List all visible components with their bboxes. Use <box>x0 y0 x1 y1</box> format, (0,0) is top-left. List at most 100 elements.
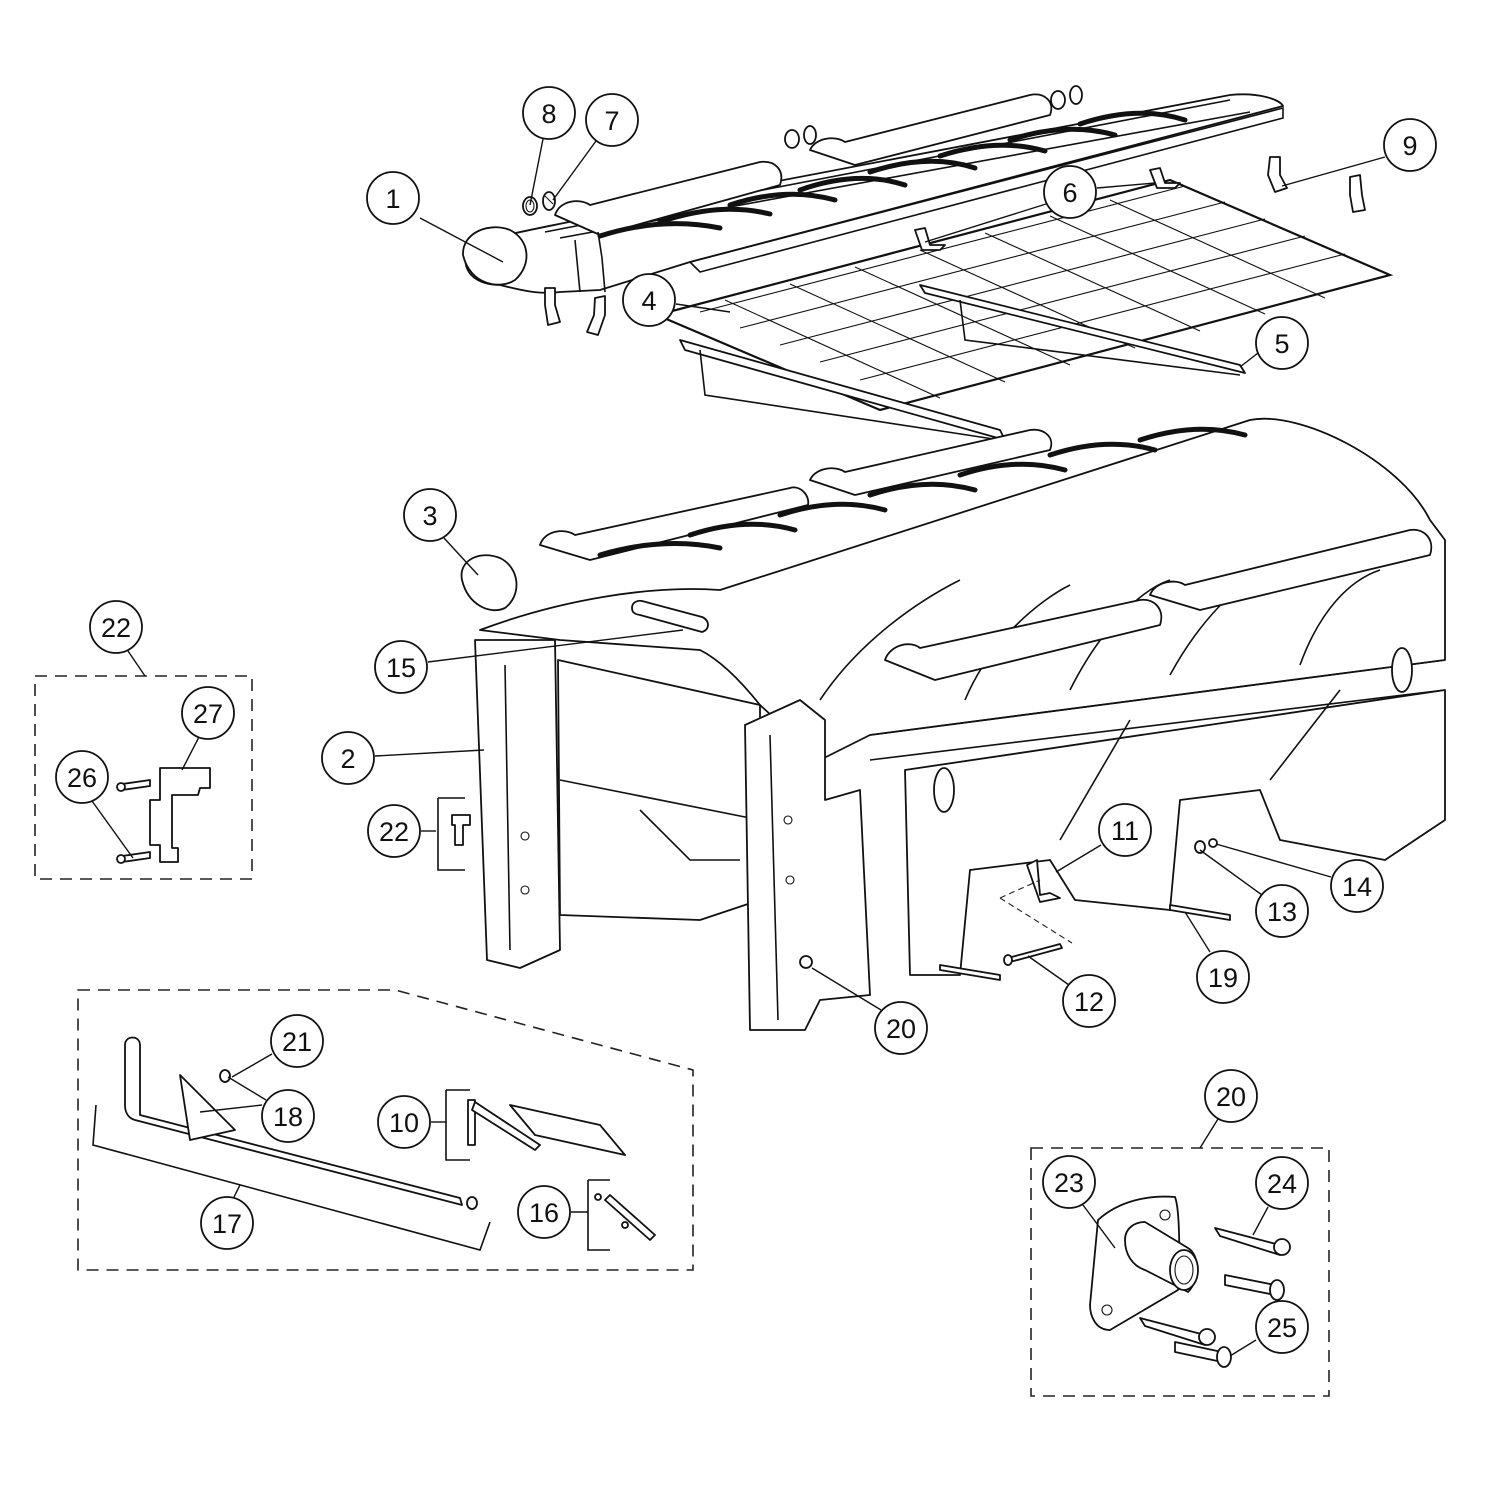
callout-circle <box>1043 165 1097 219</box>
callout-circle <box>321 731 375 785</box>
callout-2: 2 <box>321 731 485 785</box>
callout-26: 26 <box>55 750 134 859</box>
leader-line <box>374 749 485 757</box>
leader-line <box>1281 156 1386 187</box>
callout-number: 8 <box>541 99 556 129</box>
callout-circle <box>1383 118 1437 172</box>
callout-circle <box>374 640 428 694</box>
callout-circle <box>1255 316 1309 370</box>
leader-line <box>1199 849 1263 896</box>
callout-number: 16 <box>529 1198 559 1228</box>
hinge-part-11 <box>1026 859 1061 903</box>
callout-11: 11 <box>1055 803 1152 873</box>
main-body-part-2 <box>460 417 1446 1031</box>
callout-number: 12 <box>1074 987 1104 1017</box>
detail-box-22 <box>34 675 253 880</box>
callout-number: 11 <box>1111 816 1139 846</box>
washer-part-8 <box>522 196 538 216</box>
callout-circle <box>270 1014 324 1068</box>
callout-circle <box>517 1185 571 1239</box>
callout-18: 18 <box>199 1076 315 1143</box>
callout-circle <box>1042 1155 1096 1209</box>
callout-15: 15 <box>374 629 684 694</box>
callout-circle <box>366 171 420 225</box>
leader-line <box>552 140 597 201</box>
callout-17: 17 <box>200 1184 254 1250</box>
callout-circle <box>1330 859 1384 913</box>
callout-number: 10 <box>389 1108 419 1138</box>
callout-12: 12 <box>1027 955 1116 1028</box>
callout-3: 3 <box>403 488 479 576</box>
callout-9: 9 <box>1281 118 1437 187</box>
leader-line <box>1229 1339 1257 1357</box>
leader-line <box>1096 182 1156 189</box>
callout-number: 24 <box>1267 1169 1297 1199</box>
callout-circle <box>522 86 576 140</box>
callout-circle <box>1062 974 1116 1028</box>
callout-number: 6 <box>1062 178 1077 208</box>
callout-27: 27 <box>181 686 235 771</box>
callout-number: 22 <box>101 613 131 643</box>
callout-number: 20 <box>1216 1082 1246 1112</box>
lid-part-1 <box>462 93 1284 294</box>
callout-number: 4 <box>641 286 656 316</box>
callout-circle <box>89 600 143 654</box>
callout-25: 25 <box>1229 1300 1309 1357</box>
callout-number: 17 <box>212 1209 242 1239</box>
callout-circle <box>261 1089 315 1143</box>
callout-number: 26 <box>67 763 97 793</box>
callout-number: 7 <box>604 106 619 136</box>
pin-part-12 <box>999 879 1073 966</box>
leader-line <box>1252 1206 1269 1236</box>
callout-number: 13 <box>1267 897 1297 927</box>
callout-20: 20 <box>811 967 928 1055</box>
callout-circle <box>585 93 639 147</box>
callout-circle <box>1204 1069 1258 1123</box>
callout-4: 4 <box>622 273 731 327</box>
callout-6: 6 <box>924 165 1156 243</box>
callout-circle <box>622 273 676 327</box>
callout-19: 19 <box>1184 911 1250 1004</box>
leader-line <box>181 736 200 771</box>
callout-7: 7 <box>552 93 639 201</box>
leader-line <box>443 537 479 576</box>
washer-part-13 <box>1194 840 1206 854</box>
callout-circle <box>874 1001 928 1055</box>
leader-line <box>1082 1204 1116 1249</box>
callout-number: 1 <box>385 184 400 214</box>
callout-number: 21 <box>282 1027 312 1057</box>
callout-number: 22 <box>379 817 409 847</box>
leader-line <box>419 217 504 263</box>
leader-line <box>924 203 1047 243</box>
callout-number: 23 <box>1054 1168 1084 1198</box>
callout-circle <box>1196 950 1250 1004</box>
callout-1: 1 <box>366 171 504 263</box>
strap-left <box>939 964 1001 981</box>
detail-box-lift-assembly <box>77 989 694 1271</box>
clip-part-6a <box>914 227 946 251</box>
leader-line <box>1199 1118 1219 1149</box>
bracket-part-22-small <box>437 797 471 871</box>
latch-pair-left <box>544 287 606 336</box>
callout-22: 22 <box>89 600 146 677</box>
callout-number: 19 <box>1208 963 1238 993</box>
callout-8: 8 <box>522 86 576 206</box>
leader-line <box>199 1104 263 1113</box>
callout-16: 16 <box>517 1185 588 1239</box>
washer-pair-mid <box>784 125 817 149</box>
callout-circle <box>200 1196 254 1250</box>
callout-number: 25 <box>1267 1313 1297 1343</box>
callout-number: 18 <box>273 1102 303 1132</box>
nut-part-14 <box>1208 838 1218 848</box>
leader-line <box>1239 352 1259 368</box>
callout-circle <box>1098 803 1152 857</box>
leader-line <box>1215 843 1332 878</box>
leader-line <box>529 138 544 206</box>
latch-part-9b <box>1349 174 1366 213</box>
callout-circle <box>181 686 235 740</box>
washer-pair-right <box>1050 85 1083 110</box>
callout-circle <box>1255 884 1309 938</box>
leader-line <box>1184 911 1211 953</box>
